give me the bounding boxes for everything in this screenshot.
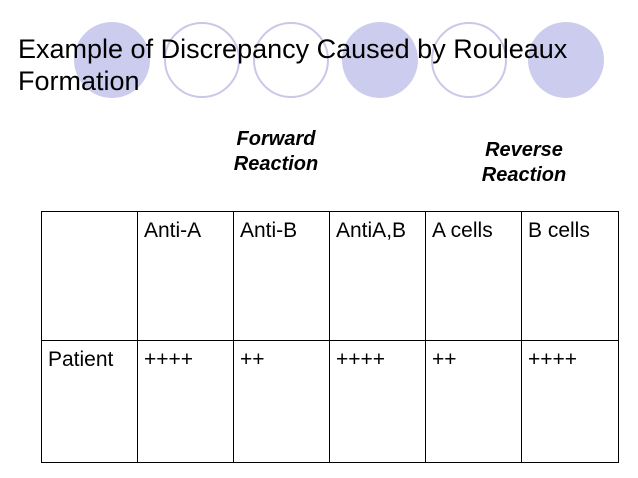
header-cell-anti-ab: AntiA,B	[329, 211, 426, 341]
cell-anti-ab: ++++	[329, 339, 426, 464]
decor-circle-6	[528, 22, 604, 98]
header-cell-b-cells: B cells	[521, 211, 619, 341]
table-header-row: Anti-A Anti-B AntiA,B A cells B cells	[41, 211, 619, 341]
cell-a-cells: ++	[425, 339, 522, 464]
reverse-reaction-label: Reverse Reaction	[481, 139, 567, 186]
header-cell-empty	[41, 211, 138, 341]
cell-anti-a: ++++	[137, 339, 234, 464]
reaction-table: Anti-A Anti-B AntiA,B A cells B cells Pa…	[41, 211, 619, 464]
slide-title: Example of Discrepancy Caused by Rouleau…	[18, 34, 568, 96]
decor-circle-1	[74, 22, 150, 98]
decor-circle-3	[253, 22, 329, 98]
forward-reaction-label: Forward Reaction	[233, 128, 319, 175]
table-row: Patient ++++ ++ ++++ ++ ++++	[41, 339, 619, 464]
decor-circle-4	[342, 22, 418, 98]
header-cell-a-cells: A cells	[425, 211, 522, 341]
cell-b-cells: ++++	[521, 339, 619, 464]
header-cell-anti-a: Anti-A	[137, 211, 234, 341]
cell-anti-b: ++	[233, 339, 330, 464]
header-cell-anti-b: Anti-B	[233, 211, 330, 341]
decor-circle-5	[431, 22, 507, 98]
row-label-patient: Patient	[41, 339, 138, 464]
decor-circle-2	[164, 22, 240, 98]
